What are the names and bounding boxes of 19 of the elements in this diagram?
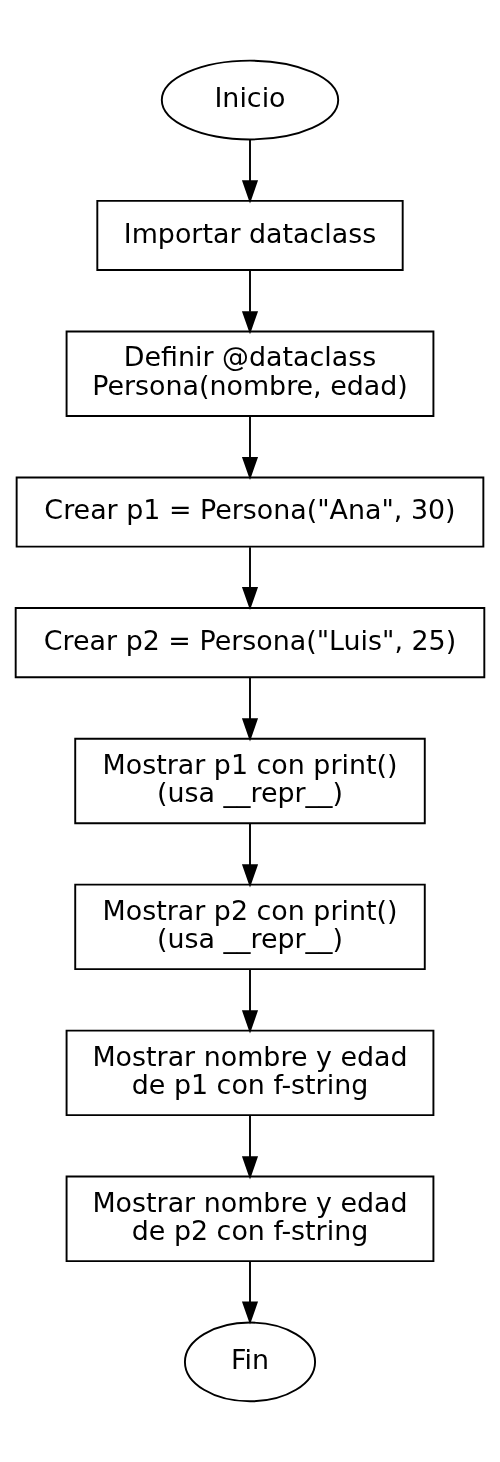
arrow xyxy=(241,1114,259,1180)
node-box: Importar dataclass xyxy=(96,199,404,271)
arrow xyxy=(241,139,259,204)
arrow xyxy=(241,269,259,335)
arrow xyxy=(241,415,259,480)
node-box: Mostrar p2 con print() (usa __repr__) xyxy=(74,883,426,971)
arrow xyxy=(241,822,259,888)
node-box: Mostrar nombre y edad de p2 con f-string xyxy=(65,1175,435,1263)
node-ellipse: Fin xyxy=(183,1321,317,1403)
node-box: Mostrar nombre y edad de p1 con f-string xyxy=(65,1029,435,1117)
node-box: Definir @dataclass Persona(nombre, edad) xyxy=(65,330,435,417)
arrow xyxy=(241,968,259,1034)
node-ellipse: Inicio xyxy=(160,59,340,141)
node-box: Crear p2 = Persona("Luis", 25) xyxy=(14,607,486,679)
node-box: Mostrar p1 con print() (usa __repr__) xyxy=(74,737,426,825)
arrow xyxy=(241,546,259,611)
arrow xyxy=(241,1260,259,1325)
node-box: Crear p1 = Persona("Ana", 30) xyxy=(15,476,485,548)
arrow xyxy=(241,676,259,742)
